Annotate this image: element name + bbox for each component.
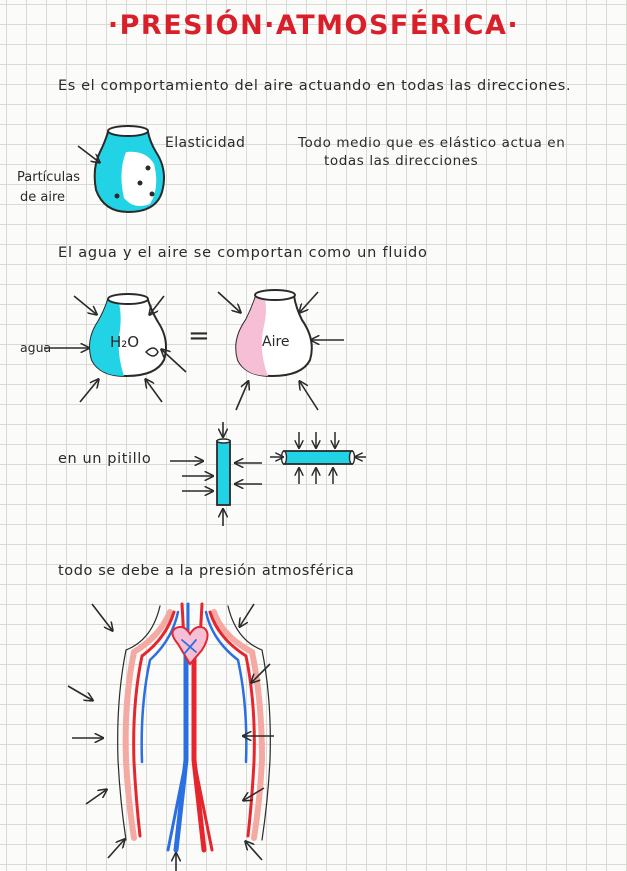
arrow-icon	[300, 292, 318, 312]
arrow-icon	[74, 296, 96, 314]
horizontal-straw-icon	[282, 451, 355, 464]
circulatory-system-icon	[118, 604, 271, 850]
arrow-icon	[108, 840, 124, 858]
arrow-icon	[86, 790, 106, 804]
arrow-icon	[162, 350, 186, 372]
water-flask-icon: H₂O	[90, 294, 166, 376]
air-flask-icon: Aire	[236, 290, 312, 376]
arrow-icon	[300, 382, 318, 410]
equals-sign: =	[188, 321, 210, 351]
flask-water-text: H₂O	[110, 333, 139, 351]
arrow-icon	[246, 842, 262, 860]
arrow-icon	[218, 292, 240, 312]
arrow-icon	[150, 296, 164, 314]
arrow-icon	[146, 380, 162, 402]
arrow-icon	[240, 604, 254, 626]
arrow-icon	[92, 604, 112, 630]
air-particles-flask-icon	[95, 126, 164, 212]
flask-air-text: Aire	[262, 334, 290, 350]
arrow-icon	[68, 686, 92, 700]
vertical-straw-icon	[217, 439, 230, 505]
arrow-icon	[80, 380, 98, 402]
arrow-icon	[236, 382, 248, 410]
arrow-icon	[78, 146, 99, 162]
